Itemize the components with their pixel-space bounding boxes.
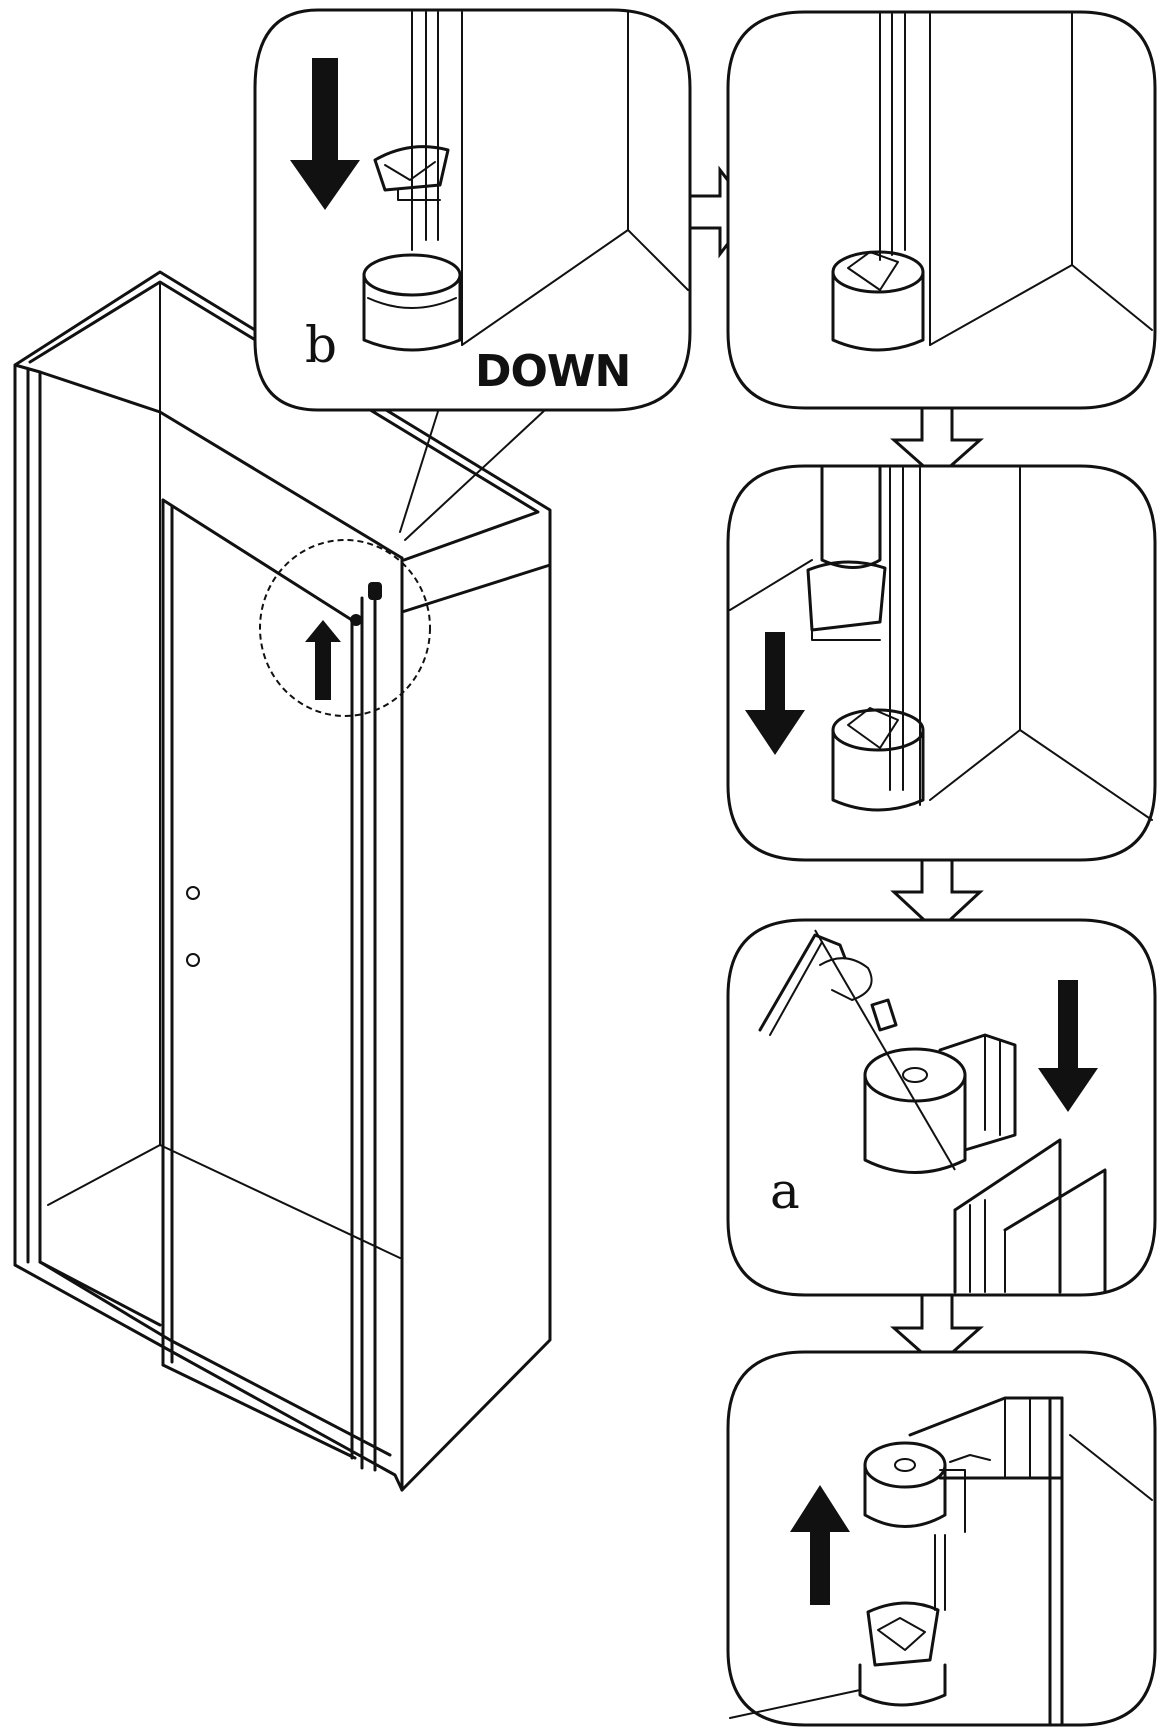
up-arrow-icon — [305, 620, 341, 700]
step-label-a: a — [770, 1162, 800, 1220]
flow-arrow-icon — [890, 858, 984, 935]
detail-panel-b: b DOWN — [253, 8, 692, 412]
hex-key-icon — [758, 933, 847, 1036]
shower-enclosure — [13, 270, 552, 1492]
down-arrow-icon — [745, 632, 805, 755]
step-label-b: b — [305, 316, 337, 374]
flow-arrow-icon — [890, 1293, 984, 1369]
down-arrow-icon — [290, 58, 360, 210]
direction-label-down: DOWN — [475, 346, 630, 397]
detail-panel-a: a — [726, 918, 1157, 1297]
detail-panel-top-right — [726, 10, 1157, 410]
detail-panel-middle — [726, 464, 1157, 862]
down-arrow-icon — [1038, 980, 1098, 1112]
detail-panel-bottom — [726, 1350, 1157, 1727]
flow-arrow-icon — [890, 406, 984, 481]
up-arrow-icon — [790, 1485, 850, 1605]
